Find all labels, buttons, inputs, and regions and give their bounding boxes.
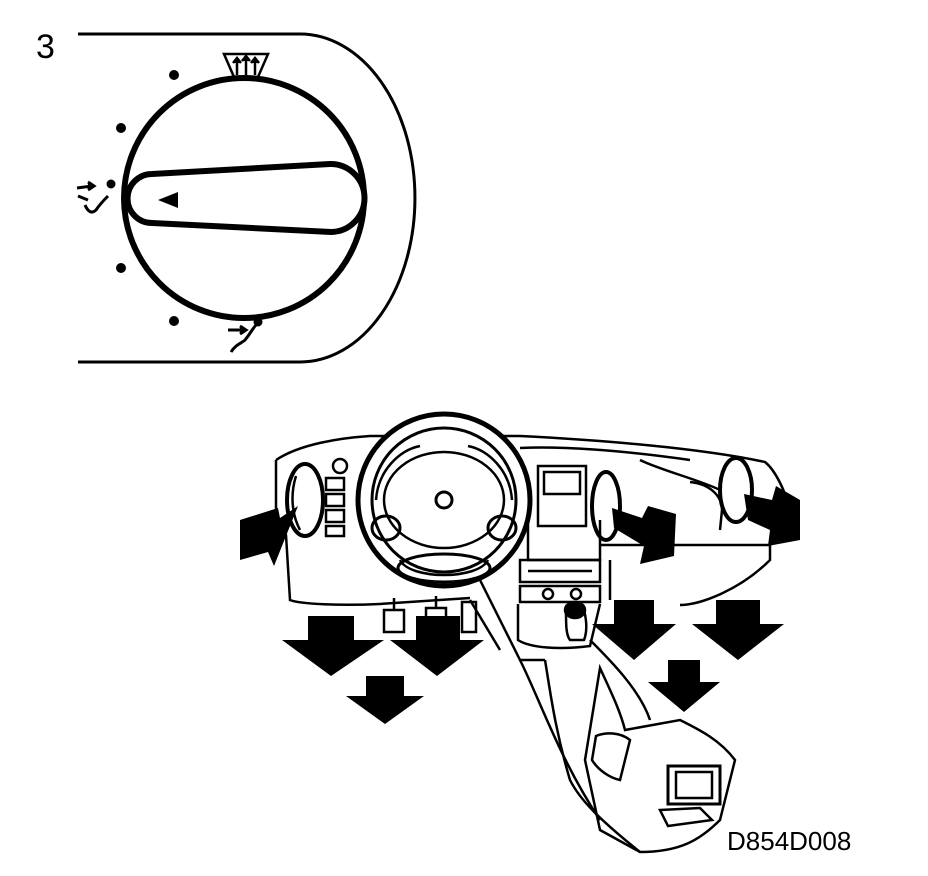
step-number: 3 (36, 28, 55, 66)
airflow-arrow-icon (612, 506, 676, 564)
floor-icon (228, 317, 263, 353)
control-panel (78, 32, 417, 364)
airflow-arrow-icon (390, 616, 484, 676)
figure-code: D854D008 (727, 826, 852, 856)
airflow-arrows (240, 486, 800, 724)
vent-icon (76, 179, 116, 214)
knob-pointer-icon (158, 192, 178, 208)
dashboard-illustration (274, 411, 792, 854)
airflow-arrow-icon (592, 600, 676, 660)
defrost-icon (222, 52, 270, 79)
airflow-arrow-icon (346, 676, 424, 724)
knob-position-dots (116, 70, 179, 326)
temperature-mode-knob (121, 75, 368, 321)
steering-wheel (355, 411, 533, 589)
airflow-arrow-icon (648, 660, 720, 712)
airflow-arrow-icon (744, 486, 800, 546)
airflow-arrow-icon (692, 600, 784, 660)
airflow-arrow-icon (240, 506, 298, 566)
knob-grip (124, 160, 368, 236)
airflow-arrow-icon (282, 616, 384, 676)
